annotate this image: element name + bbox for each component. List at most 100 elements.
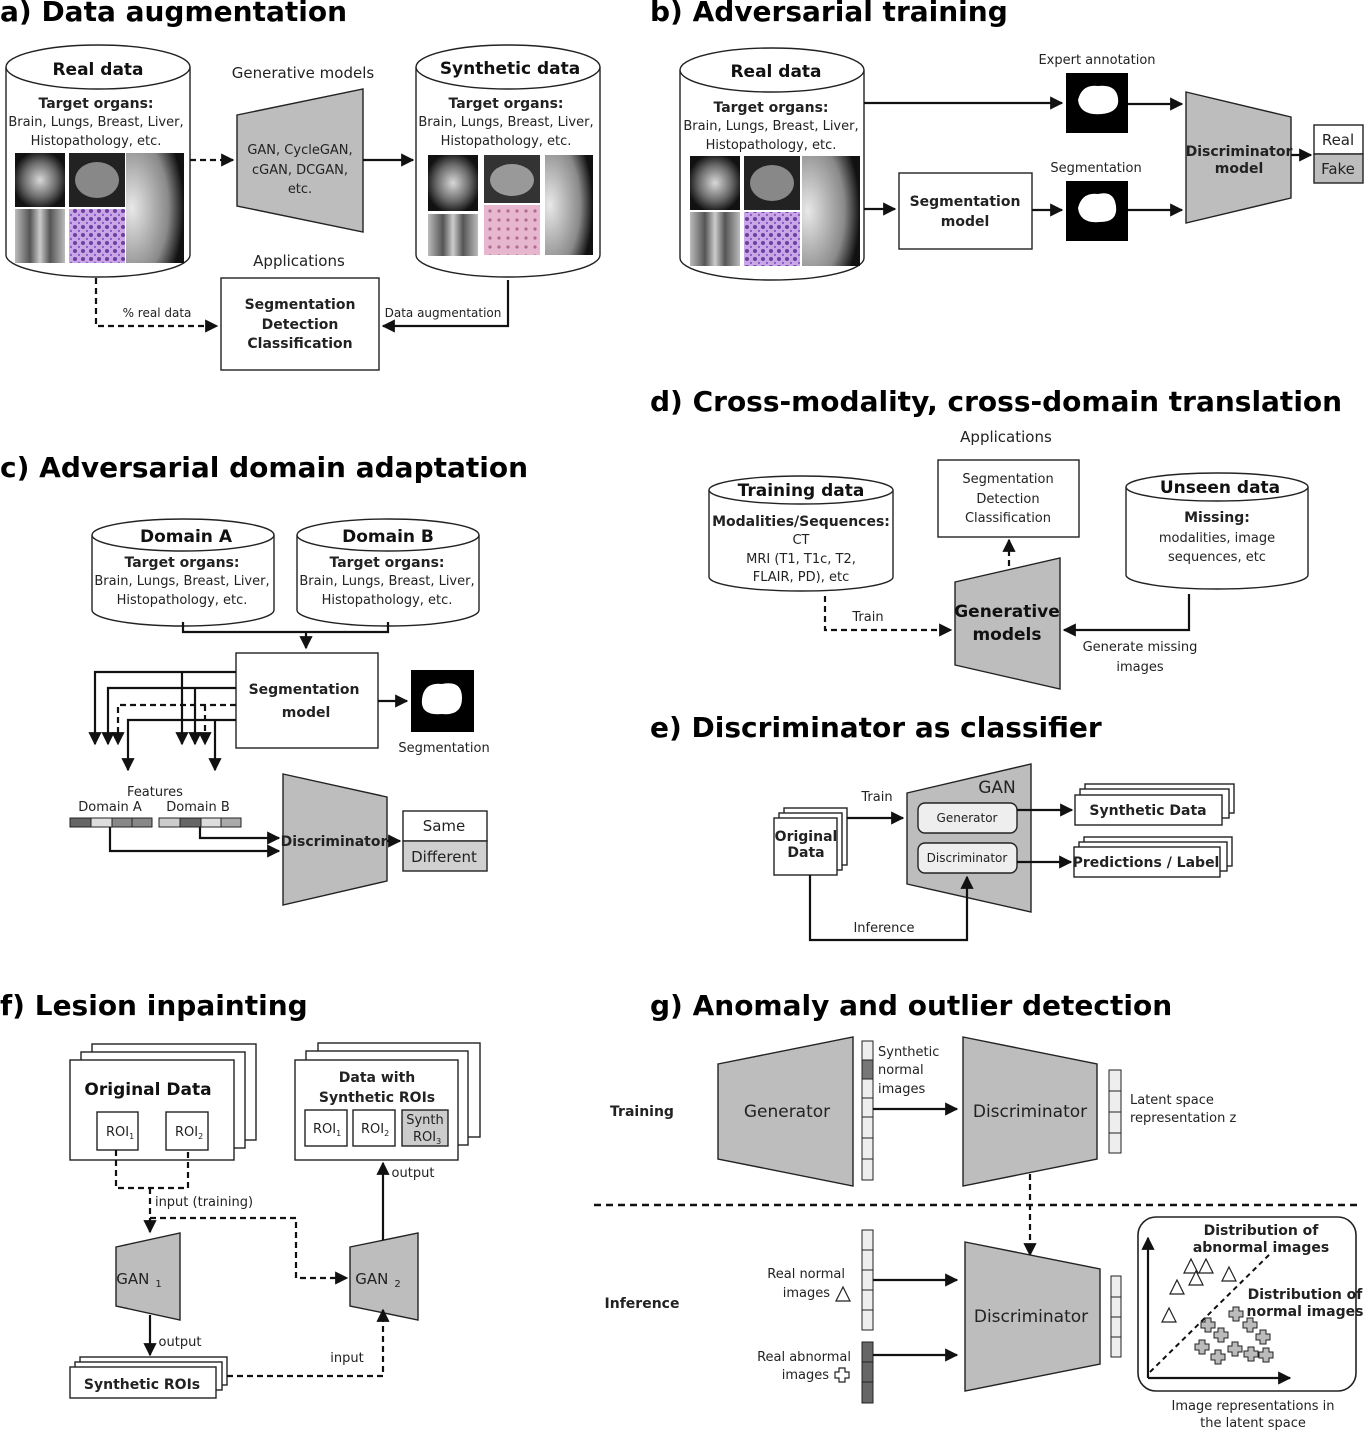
syn-organs-line1: Brain, Lungs, Breast, Liver, — [418, 115, 593, 130]
fake-output-label: Fake — [1321, 160, 1355, 178]
original-data-stack-f: Original Data ROI1 ROI2 — [69, 1043, 257, 1161]
svg-text:ROI1: ROI1 — [313, 1122, 341, 1138]
normal-crosses — [1194, 1306, 1274, 1365]
gan1-sub: 1 — [155, 1279, 161, 1290]
seg-model-line1: Segmentation — [910, 194, 1021, 210]
panel-a-title: a) Data augmentation — [0, 0, 347, 28]
latent-space-plot-box — [1137, 1216, 1357, 1392]
original-line1: Original — [775, 829, 838, 845]
histopathology-image — [69, 209, 125, 263]
roi2-sub-b: 2 — [384, 1129, 389, 1138]
gan2-sub: 2 — [394, 1279, 400, 1290]
triangle-icon — [835, 1285, 851, 1302]
disc-model-line2: model — [1215, 161, 1264, 177]
unseen-data-label: Unseen data — [1160, 478, 1280, 498]
app-d-det: Detection — [976, 492, 1039, 507]
real-output-box — [1313, 124, 1364, 155]
roi1-box-b — [304, 1109, 348, 1147]
data-with-synthetic-rois-stack: Data with Synthetic ROIs ROI1 ROI2 Synth… — [294, 1042, 481, 1161]
roi2-box-b — [352, 1109, 396, 1147]
features-label: Features — [127, 785, 183, 800]
data-with-line1: Data with — [339, 1070, 415, 1086]
syn-line3: images — [878, 1082, 925, 1097]
output-label-gan1: output — [159, 1335, 202, 1350]
real-normal-line2: images — [783, 1286, 830, 1301]
roi1-label: ROI — [106, 1125, 129, 1140]
real-data-label: Real data — [52, 60, 143, 80]
discriminator-shape-g-train — [962, 1036, 1098, 1187]
panel-e: e) Discriminator as classifier GAN Gener… — [650, 711, 1235, 942]
target-organs-label-b: Target organs: — [713, 100, 828, 116]
brain-image-b — [690, 156, 740, 210]
synthetic-data-label-e: Synthetic Data — [1089, 803, 1206, 819]
segmentation-model-box — [898, 172, 1033, 250]
input-training-label: input (training) — [155, 1195, 253, 1210]
pct-real-data-label: % real data — [123, 306, 192, 320]
synthetic-data-cylinder: Synthetic data Target organs: Brain, Lun… — [415, 44, 601, 278]
discriminator-shape-c — [282, 773, 388, 906]
roi2-label-b: ROI — [361, 1122, 384, 1137]
predictions-label-e: Predictions / Label — [1073, 855, 1220, 871]
seg-model-line2: model — [941, 214, 990, 230]
separating-line — [1149, 1251, 1273, 1373]
real-normal-vector — [861, 1229, 874, 1331]
disc-model-line1: Discriminator — [1186, 144, 1293, 160]
abnormal-triangles — [1161, 1257, 1237, 1323]
feature-vector-b — [158, 817, 242, 828]
inference-label-g: Inference — [605, 1296, 680, 1312]
app-detection: Detection — [262, 317, 339, 333]
gan2-shape — [349, 1232, 419, 1321]
gan2-label: GAN — [355, 1270, 388, 1288]
same-label: Same — [423, 817, 466, 835]
data-augmentation-label: Data augmentation — [385, 306, 502, 320]
real-data-label-b: Real data — [730, 62, 821, 82]
synthetic-normal-vector — [861, 1040, 874, 1181]
roi3-sub: 3 — [436, 1137, 441, 1146]
organs-line1-b: Brain, Lungs, Breast, Liver, — [683, 119, 858, 134]
gen-missing-line2: images — [1116, 660, 1163, 675]
synthetic-data-stack: Synthetic Data — [1074, 783, 1235, 826]
discriminator-label-e: Discriminator — [927, 851, 1008, 865]
synthetic-data-label: Synthetic data — [440, 59, 580, 79]
domain-a-organs1: Brain, Lungs, Breast, Liver, — [94, 574, 269, 589]
latent-vector-train — [1108, 1069, 1122, 1154]
discriminator-label-g-train: Discriminator — [973, 1102, 1087, 1122]
original-data-label-f: Original Data — [84, 1080, 211, 1100]
seg-model-c-line1: Segmentation — [249, 682, 360, 698]
same-output-box — [402, 810, 488, 842]
generator-label-e: Generator — [937, 811, 998, 825]
feat-domain-b-label: Domain B — [166, 800, 230, 815]
real-abnormal-line2: images — [782, 1368, 829, 1383]
roi1-box — [96, 1111, 139, 1151]
applications-label-d: Applications — [960, 428, 1052, 446]
roi2-label: ROI — [175, 1125, 198, 1140]
discriminator-label-c: Discriminator — [281, 834, 388, 850]
generative-models-shape-d — [954, 557, 1061, 690]
mammogram-image — [126, 153, 184, 263]
app-d-seg: Segmentation — [962, 472, 1053, 487]
train-label-d: Train — [851, 610, 883, 625]
missing-label: Missing: — [1184, 510, 1250, 526]
panel-f: f) Lesion inpainting Original Data ROI1 … — [0, 989, 481, 1399]
generator-box-e — [917, 802, 1018, 834]
img-rep-line1: Image representations in — [1172, 1399, 1335, 1414]
domain-b-organs2: Histopathology, etc. — [322, 593, 453, 608]
latent-line1: Latent space — [1130, 1093, 1214, 1108]
miss-line2: sequences, etc — [1168, 550, 1266, 565]
real-output-label: Real — [1322, 131, 1354, 149]
predictions-stack: Predictions / Label — [1073, 836, 1233, 878]
mod-ct: CT — [792, 533, 809, 548]
synthetic-rois-stack: Synthetic ROIs — [69, 1356, 228, 1399]
xray-image-b — [690, 212, 740, 266]
gen-d-line2: models — [972, 625, 1041, 645]
syn-target-organs-label: Target organs: — [448, 96, 563, 112]
gen-line2: cGAN, DCGAN, — [252, 163, 348, 178]
latent-line2: representation z — [1130, 1111, 1236, 1126]
histo-image-b — [744, 212, 800, 266]
mod-flair: FLAIR, PD), etc — [753, 570, 849, 585]
output-label-gan2: output — [392, 1166, 435, 1181]
domain-b-organs1: Brain, Lungs, Breast, Liver, — [299, 574, 474, 589]
gan-shape-e — [906, 763, 1032, 913]
